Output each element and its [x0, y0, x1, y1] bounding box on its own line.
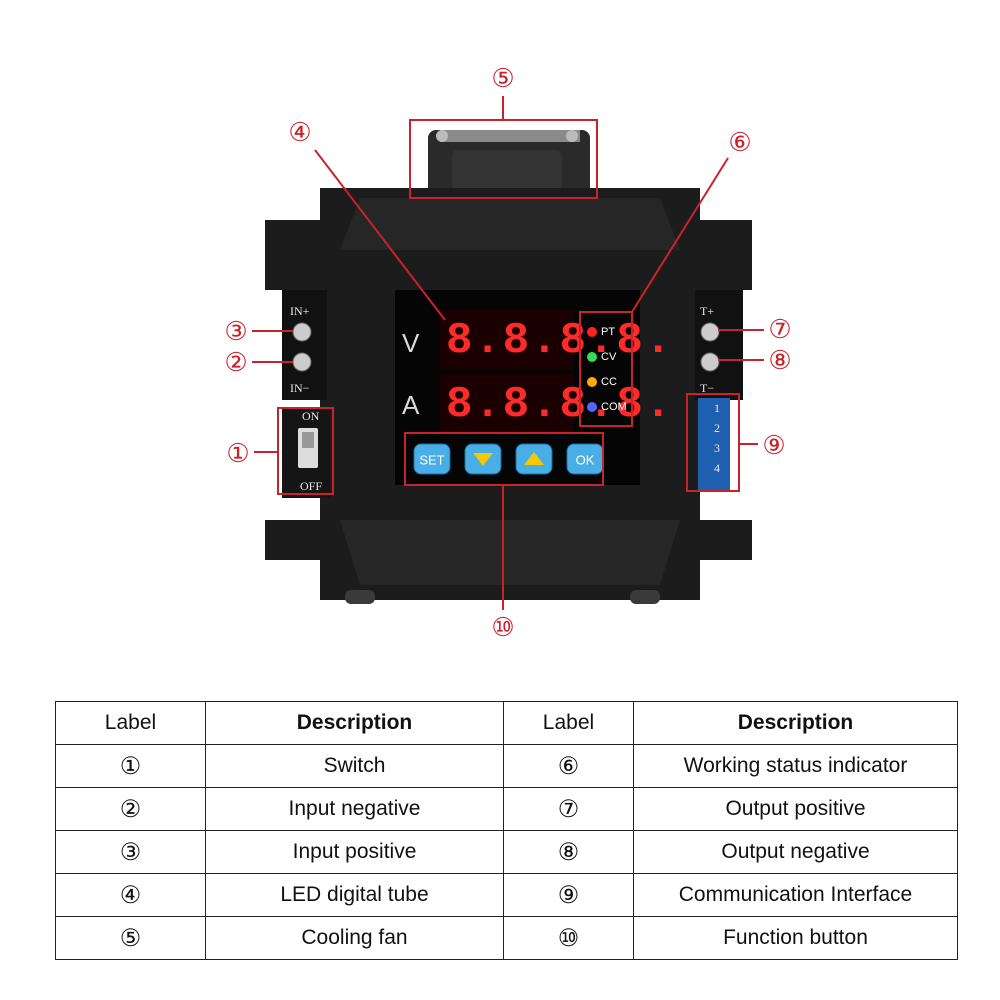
label-in-negative: IN− [290, 381, 310, 395]
indicator-dot-icon [587, 377, 597, 387]
label-in-positive: IN+ [290, 304, 310, 318]
table-cell-description: Input negative [205, 787, 504, 831]
table-cell-description: Output positive [633, 787, 958, 831]
label-out-positive: T+ [700, 304, 714, 318]
indicator-dot-icon [587, 327, 597, 337]
header-label: Label [503, 701, 634, 745]
amp-readout: 8.8.8.8. [446, 380, 673, 430]
volt-label: V [402, 328, 420, 358]
table-cell-description: Output negative [633, 830, 958, 874]
screw-terminals [292, 322, 720, 372]
callout-9: ⑨ [762, 430, 785, 460]
callout-2: ② [224, 347, 247, 377]
comm-pin-2: 2 [714, 421, 720, 435]
comm-pin-3: 3 [714, 441, 720, 455]
table-cell-label: ② [55, 787, 206, 831]
label-switch-off: OFF [300, 479, 322, 493]
device-figure: IN+ IN− ON OFF T+ T− 1 2 3 4 V A 8.8.8.8… [224, 63, 791, 642]
indicator-label: CC [601, 376, 617, 388]
table-cell-label: ① [55, 744, 206, 788]
amp-label: A [402, 390, 420, 420]
callout-1: ① [226, 438, 249, 468]
header-description: Description [205, 701, 504, 745]
table-cell-label: ③ [55, 830, 206, 874]
label-switch-on: ON [302, 409, 320, 423]
callout-3: ③ [224, 316, 247, 346]
table-cell-label: ⑦ [503, 787, 634, 831]
table-cell-label: ④ [55, 873, 206, 917]
function-button-4[interactable]: OK [566, 443, 604, 475]
table-header-row: Label Description Label Description [55, 701, 958, 745]
function-button-3[interactable] [515, 443, 553, 475]
amp-display [440, 374, 574, 434]
label-out-negative: T− [700, 381, 714, 395]
indicator-label: CV [601, 351, 617, 363]
table-cell-description: LED digital tube [205, 873, 504, 917]
table-cell-description: Communication Interface [633, 873, 958, 917]
table-cell-label: ⑨ [503, 873, 634, 917]
function-buttons: SET OK [413, 443, 604, 475]
comm-pins: 1 2 3 4 [714, 401, 720, 475]
table-cell-label: ⑧ [503, 830, 634, 874]
table-cell-label: ⑥ [503, 744, 634, 788]
down-triangle-icon [473, 453, 493, 466]
leader-lines [252, 96, 764, 610]
volt-readout: 8.8.8.8. [446, 316, 673, 366]
table-cell-label: ⑩ [503, 916, 634, 960]
header-label: Label [55, 701, 206, 745]
indicator-dot-icon [587, 352, 597, 362]
table-cell-description: Working status indicator [633, 744, 958, 788]
status-indicators: PT CV CC COM [587, 326, 627, 413]
function-button-1[interactable]: SET [413, 443, 451, 475]
table-cell-description: Input positive [205, 830, 504, 874]
indicator-label: COM [601, 401, 627, 413]
button-label: SET [419, 453, 444, 468]
table-cell-label: ⑤ [55, 916, 206, 960]
indicator-label: PT [601, 326, 615, 338]
function-button-2[interactable] [464, 443, 502, 475]
table-cell-description: Cooling fan [205, 916, 504, 960]
callout-7: ⑦ [768, 314, 791, 344]
indicator-dot-icon [587, 402, 597, 412]
volt-display [440, 310, 574, 370]
callout-5: ⑤ [491, 63, 514, 93]
callout-numbers: ⑤ ④ ⑥ ③ ② ⑦ ⑧ ① ⑨ ⑩ [224, 63, 791, 642]
table-cell-description: Switch [205, 744, 504, 788]
callout-box-comm [686, 393, 740, 492]
device-diagram: IN+ IN− ON OFF T+ T− 1 2 3 4 V A 8.8.8.8… [224, 63, 791, 642]
callout-4: ④ [288, 117, 311, 147]
up-triangle-icon [524, 452, 544, 465]
cooling-fan [428, 130, 590, 200]
header-description: Description [633, 701, 958, 745]
callout-box-indicators [579, 311, 633, 427]
callout-6: ⑥ [728, 127, 751, 157]
callout-8: ⑧ [768, 345, 791, 375]
button-label: OK [576, 453, 595, 468]
table-cell-description: Function button [633, 916, 958, 960]
callout-10: ⑩ [491, 612, 514, 642]
comm-pin-1: 1 [714, 401, 720, 415]
comm-pin-4: 4 [714, 461, 720, 475]
